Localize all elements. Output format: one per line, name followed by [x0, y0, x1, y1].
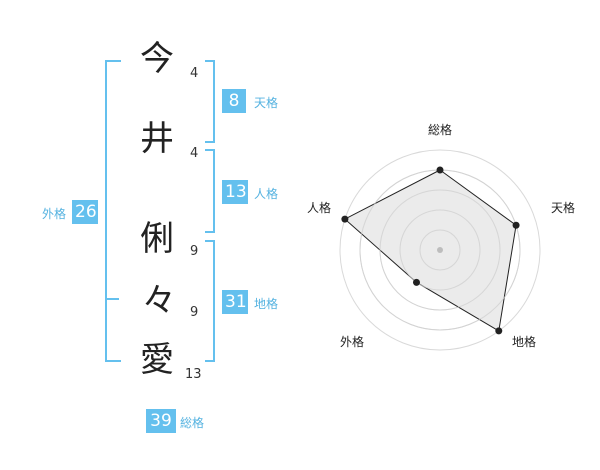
jinkaku-value-badge: 13: [222, 180, 248, 204]
stroke-count-3: 9: [190, 244, 199, 259]
soukaku-value-badge: 39: [146, 409, 176, 433]
radar-axis-label-soukaku: 総格: [428, 123, 453, 137]
chikaku-label: 地格: [254, 297, 279, 311]
jinkaku-bracket: [205, 149, 215, 233]
tenkaku-label: 天格: [254, 96, 279, 110]
chikaku-bracket: [205, 240, 215, 362]
radar-ring-overlay-2: [399, 209, 481, 291]
gaikaku-bracket-tick: [105, 298, 119, 300]
radar-axis-label-chikaku: 地格: [512, 335, 537, 349]
tenkaku-value-badge: 8: [222, 89, 246, 113]
soukaku-label: 総格: [180, 416, 205, 430]
name-char-5: 愛: [140, 340, 174, 380]
name-char-1: 今: [140, 39, 174, 79]
radar-ring-overlay-1: [419, 229, 461, 271]
radar-ring-overlay-3: [379, 189, 501, 311]
gaikaku-label: 外格: [42, 207, 67, 221]
stroke-count-2: 4: [190, 146, 199, 161]
chikaku-value-badge: 31: [222, 290, 248, 314]
tenkaku-bracket: [205, 60, 215, 143]
stroke-count-5: 13: [185, 367, 202, 382]
stroke-count-1: 4: [190, 66, 199, 81]
radar-axis-label-jinkaku: 人格: [307, 201, 332, 215]
radar-point-1: [436, 166, 444, 174]
name-char-3: 俐: [140, 219, 174, 259]
jinkaku-label: 人格: [254, 187, 279, 201]
radar-series-polygon: [344, 169, 517, 332]
radar-center-dot: [437, 247, 443, 253]
gaikaku-bracket: [105, 60, 121, 362]
name-char-2: 井: [140, 119, 174, 159]
stroke-count-4: 9: [190, 305, 199, 320]
gaikaku-value-badge: 26: [72, 200, 98, 224]
radar-axis-label-gaikaku: 外格: [340, 335, 365, 349]
radar-axis-label-tenkaku: 天格: [551, 201, 576, 215]
radar-point-3: [495, 327, 503, 335]
radar-point-5: [341, 215, 349, 223]
radar-point-4: [412, 278, 420, 286]
name-char-4: 々: [142, 281, 176, 321]
radar-point-2: [512, 221, 520, 229]
